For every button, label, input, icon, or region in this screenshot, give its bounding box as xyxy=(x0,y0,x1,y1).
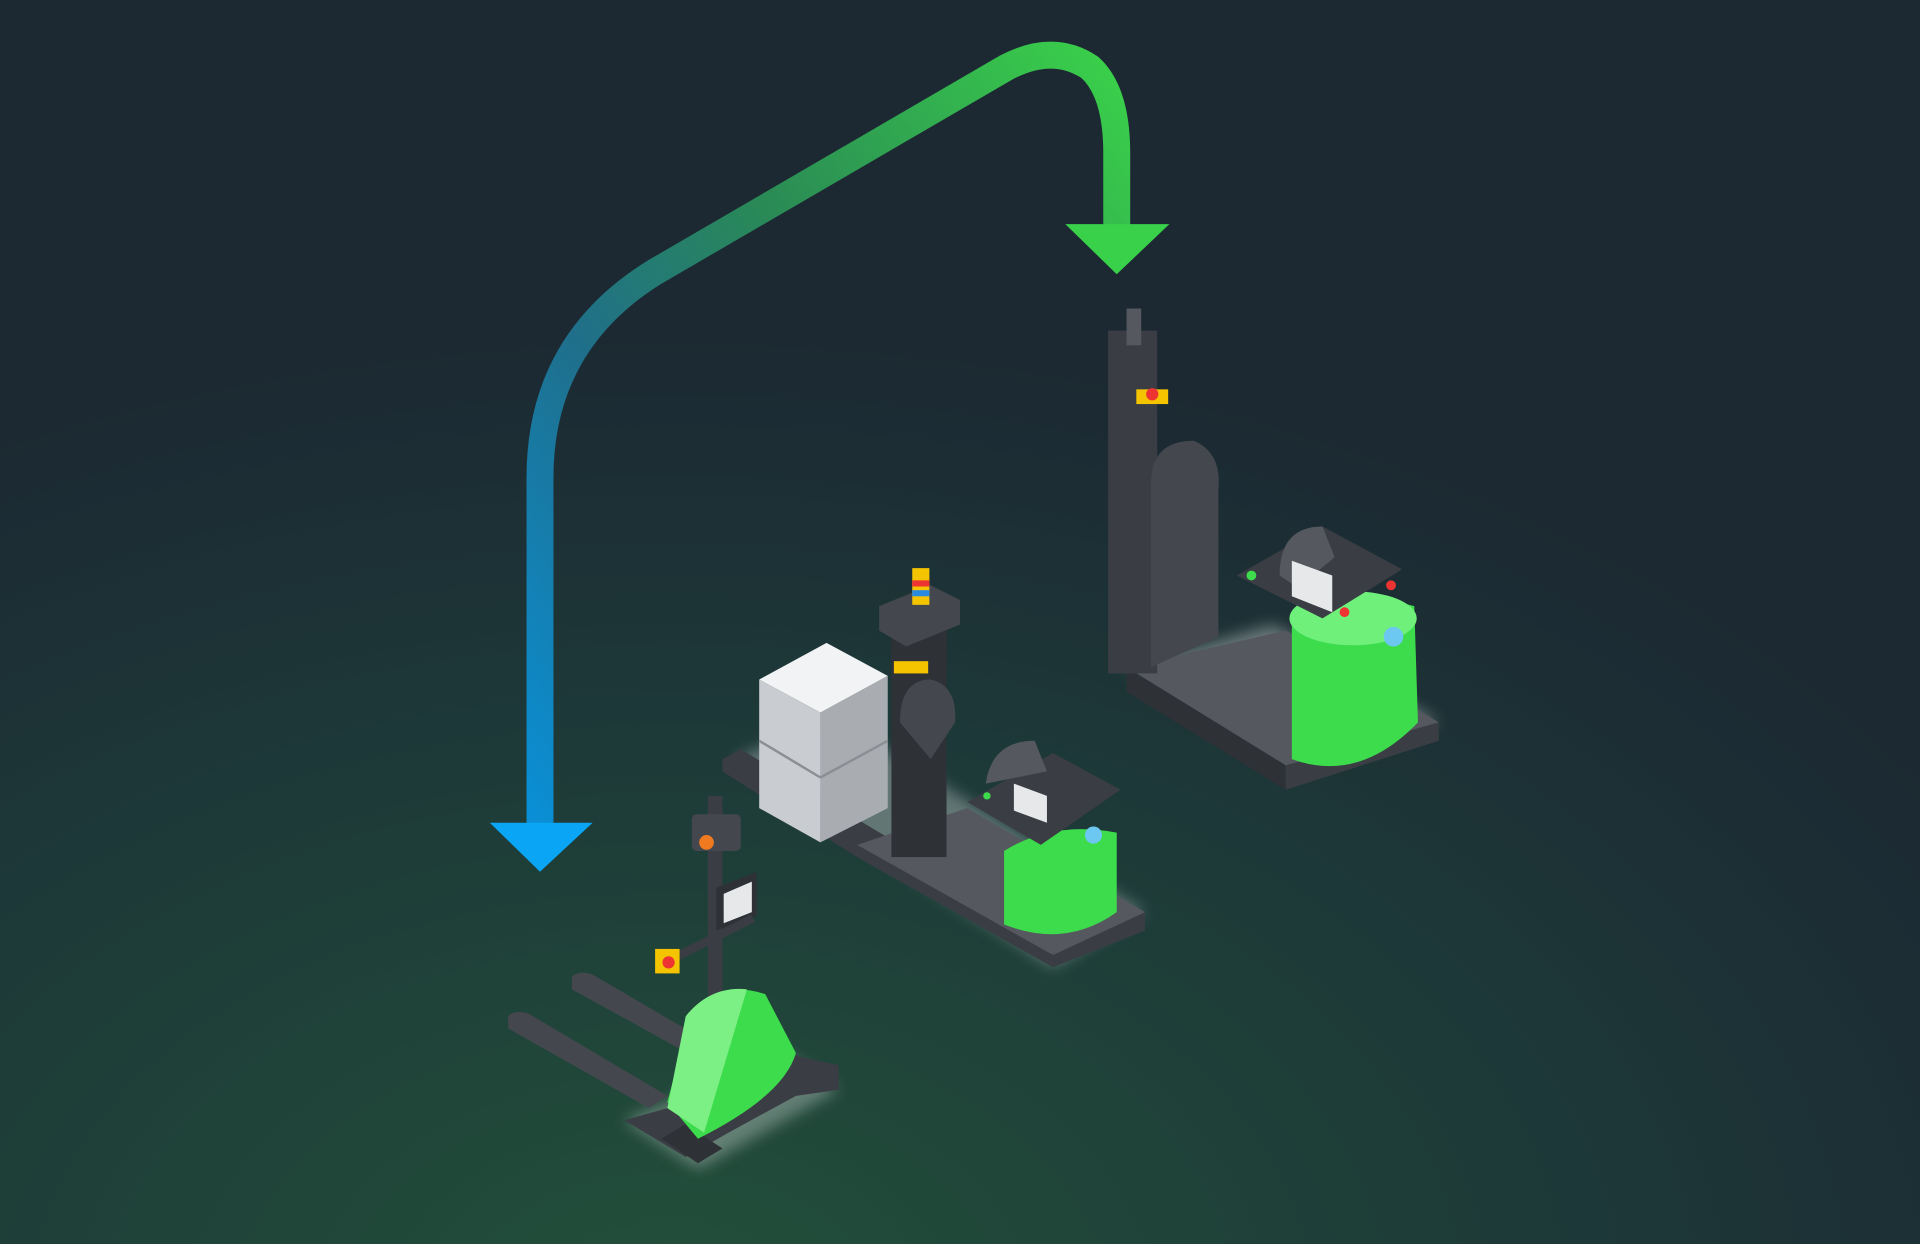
cardboard-boxes xyxy=(758,642,889,843)
arrowhead-blue xyxy=(489,822,593,872)
stacker-robot xyxy=(1108,308,1439,790)
tugger-robot-with-boxes xyxy=(722,568,1145,968)
pallet-jack-robot xyxy=(508,795,839,1170)
curved-arrow-icon xyxy=(489,41,1170,872)
arrowhead-green xyxy=(1065,224,1170,275)
